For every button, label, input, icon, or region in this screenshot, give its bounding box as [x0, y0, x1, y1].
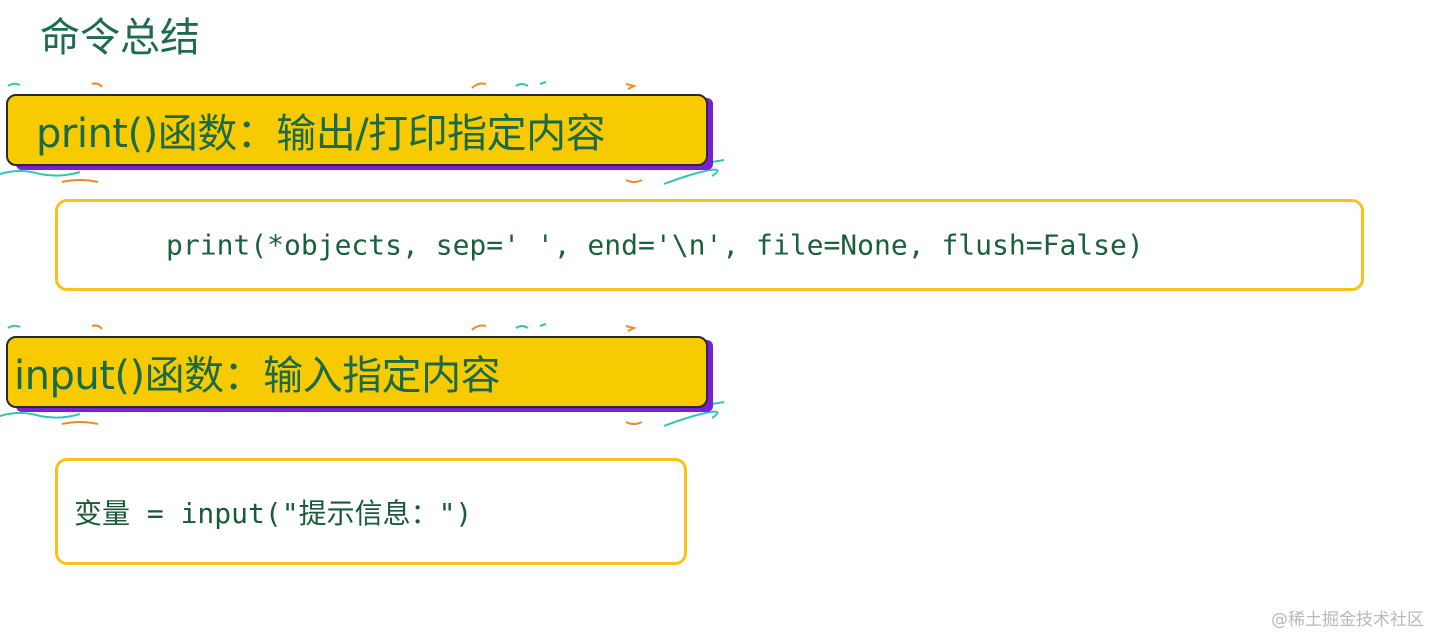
- print-signature: print(*objects, sep=' ', end='\n', file=…: [166, 228, 1144, 262]
- print-code-box: print(*objects, sep=' ', end='\n', file=…: [55, 199, 1364, 291]
- banner-box: input()函数：输入指定内容: [6, 336, 708, 408]
- print-heading: print()函数：输出/打印指定内容: [36, 111, 606, 157]
- banner-box: print()函数：输出/打印指定内容: [6, 94, 708, 166]
- input-code-box: 变量 = input("提示信息："): [55, 458, 687, 565]
- watermark: @稀土掘金技术社区: [1271, 610, 1424, 630]
- page-title: 命令总结: [40, 15, 200, 61]
- input-banner: input()函数：输入指定内容: [0, 320, 730, 430]
- print-banner: print()函数：输出/打印指定内容: [0, 78, 730, 188]
- input-heading: input()函数：输入指定内容: [14, 353, 501, 399]
- input-signature: 变量 = input("提示信息："): [74, 496, 473, 530]
